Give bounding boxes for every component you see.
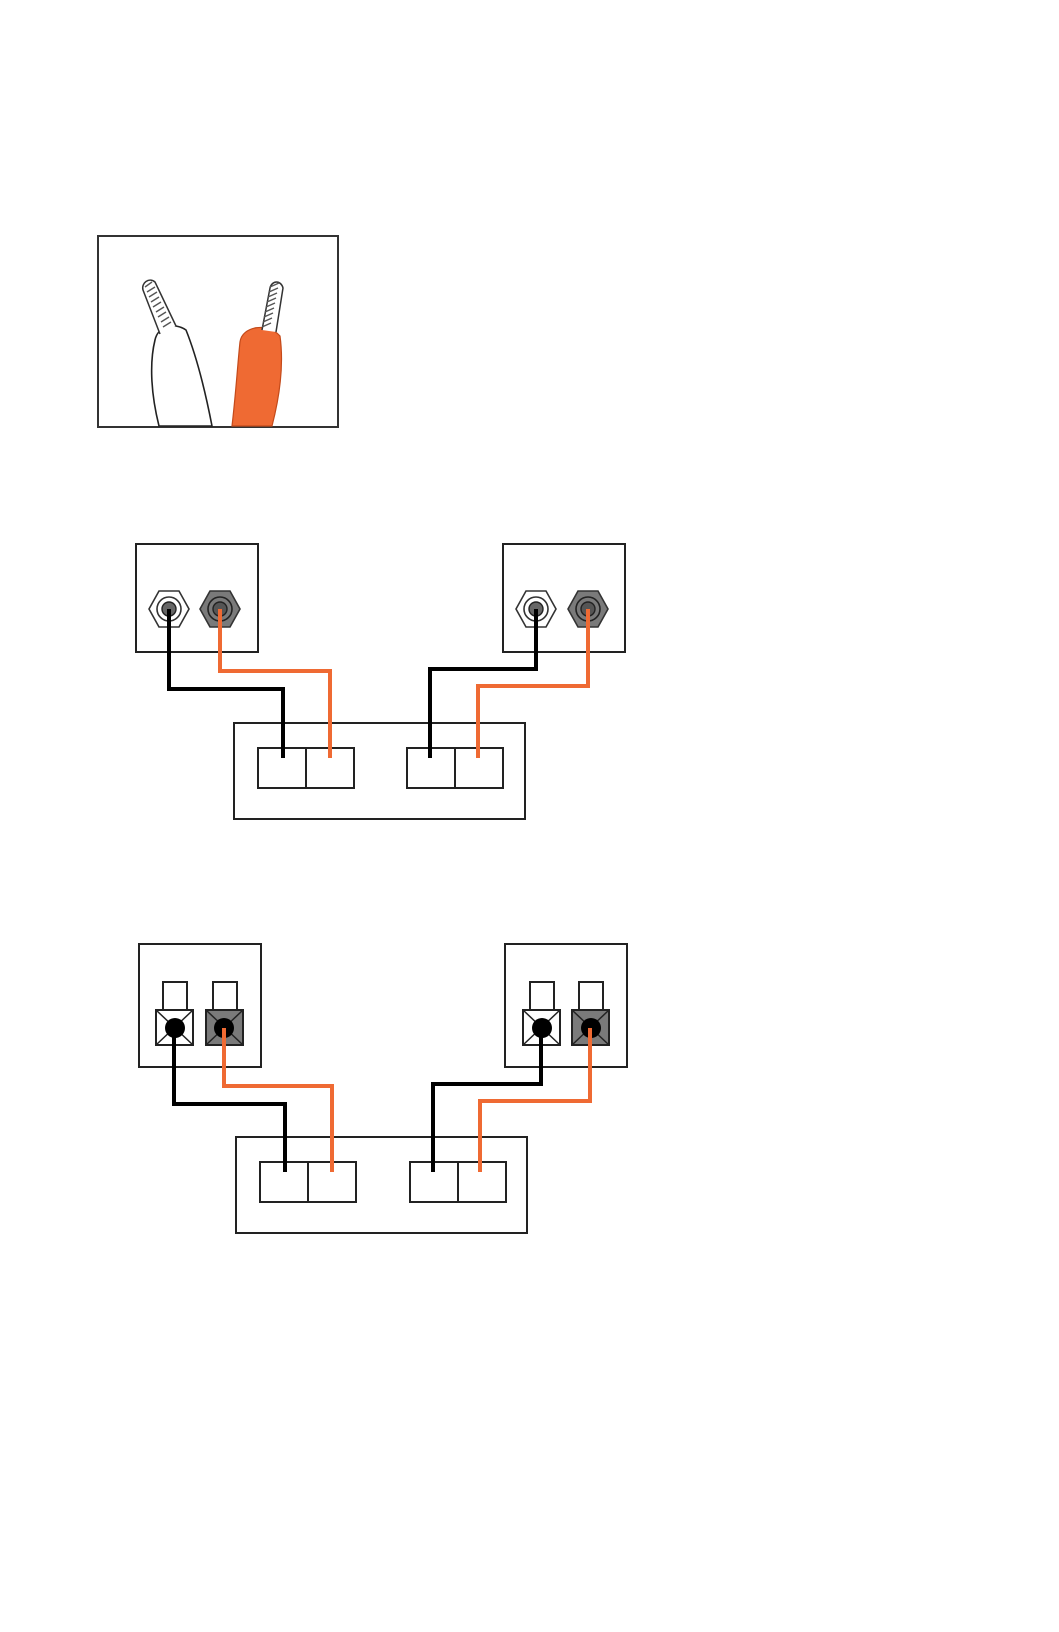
- wire-closeup-frame: [98, 236, 338, 427]
- receiver-spring-clip: [236, 1137, 527, 1233]
- left-speaker-panel-2: [139, 944, 261, 1067]
- binding-post-figure: [136, 544, 625, 819]
- spring-clip-figure: [139, 944, 627, 1233]
- right-speaker-panel-2: [505, 944, 627, 1067]
- right-speaker-spring-clip: [505, 944, 627, 1067]
- wire-closeup-figure: [98, 236, 338, 427]
- positive-wire-end-icon: [232, 282, 283, 426]
- negative-wire-end-icon: [143, 280, 212, 426]
- receiver-binding-post: [234, 723, 525, 819]
- left-speaker-binding-post: [136, 544, 258, 652]
- right-speaker-binding-post: [503, 544, 625, 652]
- left-speaker-spring-clip: [139, 944, 261, 1067]
